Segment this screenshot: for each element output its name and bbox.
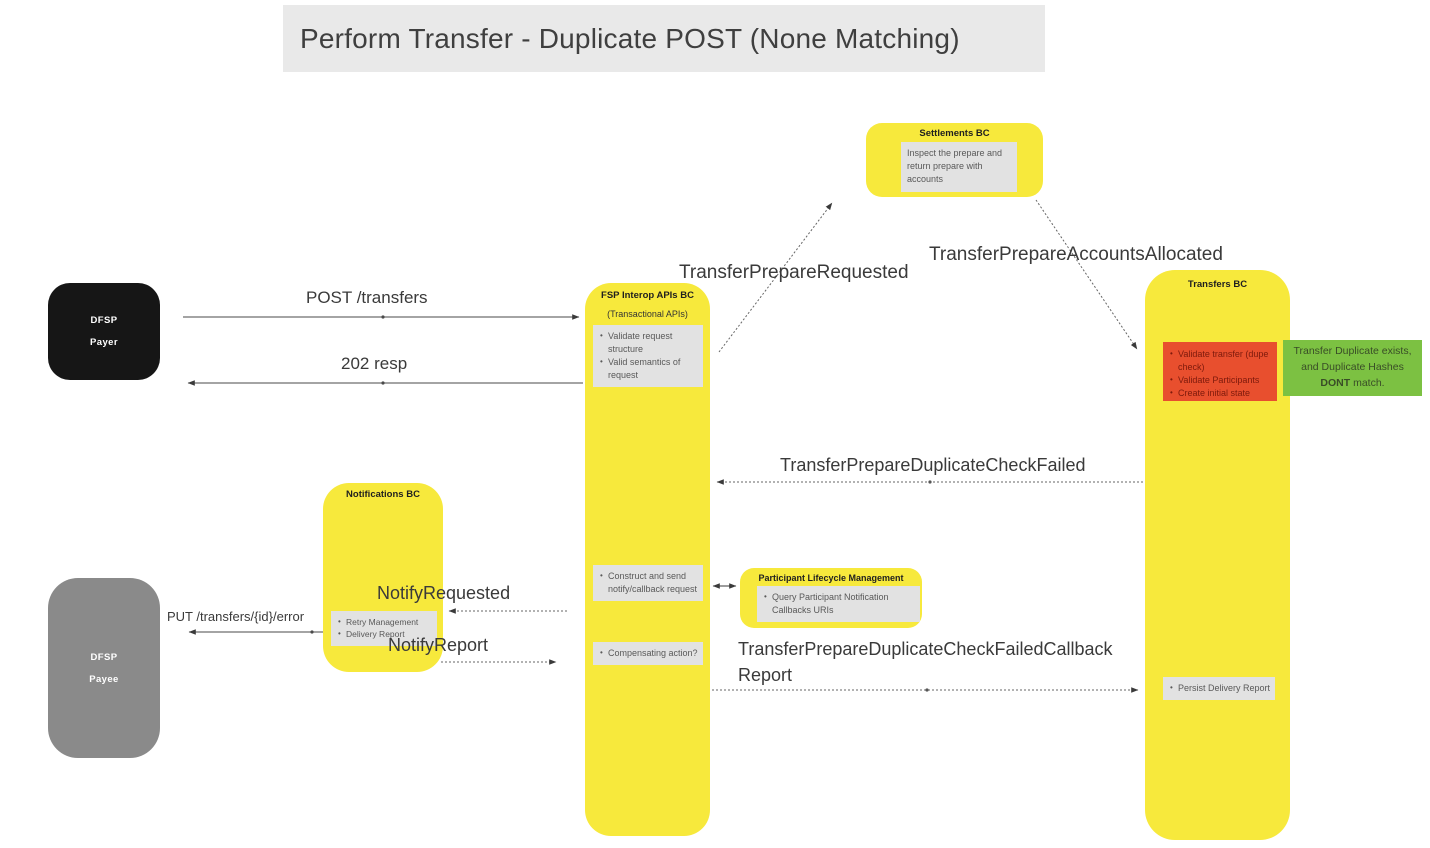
label-transfer-prepare-accounts-allocated: TransferPrepareAccountsAllocated bbox=[929, 244, 1223, 265]
task-item: Construct and send notify/callback reque… bbox=[598, 570, 699, 596]
arrow-midpoint-dot bbox=[928, 480, 932, 484]
settlements-title: Settlements BC bbox=[919, 128, 990, 139]
arrow-midpoint-dot bbox=[381, 315, 385, 319]
fsp-interop-notify-note: Construct and send notify/callback reque… bbox=[593, 565, 703, 602]
callout-rest: match. bbox=[1350, 376, 1385, 389]
label-put-transfers-error: PUT /transfers/{id}/error bbox=[167, 609, 305, 624]
fsp-interop-validation-note: Validate request structure Valid semanti… bbox=[593, 325, 703, 388]
callout-line3: DONT match. bbox=[1283, 376, 1422, 392]
transfers-title: Transfers BC bbox=[1187, 279, 1248, 290]
task-item: Validate request structure bbox=[598, 330, 699, 356]
diagram-title: Perform Transfer - Duplicate POST (None … bbox=[300, 22, 960, 54]
arrow-midpoint-dot bbox=[925, 688, 929, 692]
node-dfsp-payer: DFSP Payer bbox=[48, 283, 160, 380]
payee-label-line1: DFSP bbox=[90, 651, 118, 663]
settlements-note: Inspect the prepare and return prepare w… bbox=[901, 142, 1017, 192]
notifications-note: Retry Management Delivery Report bbox=[331, 611, 437, 646]
arrow-midpoint-dot bbox=[310, 630, 314, 634]
callout-bold: DONT bbox=[1320, 376, 1351, 389]
task-item: Retry Management bbox=[336, 616, 433, 628]
transfers-persist-note: Persist Delivery Report bbox=[1163, 677, 1275, 701]
transfers-validation-alert: Validate transfer (dupe check) Validate … bbox=[1163, 342, 1277, 401]
participant-lifecycle-title: Participant Lifecycle Management bbox=[758, 573, 904, 583]
notifications-title: Notifications BC bbox=[346, 489, 420, 500]
task-item: Validate transfer (dupe check) bbox=[1168, 348, 1273, 374]
node-fsp-interop-apis-bc: FSP Interop APIs BC (Transactional APIs)… bbox=[585, 283, 710, 836]
task-item: Persist Delivery Report bbox=[1168, 682, 1271, 695]
node-settlements-bc: Settlements BC Inspect the prepare and r… bbox=[866, 123, 1043, 197]
diagram-title-banner: Perform Transfer - Duplicate POST (None … bbox=[283, 5, 1045, 72]
arrow-transfer-prepare-accounts-allocated bbox=[1035, 199, 1138, 350]
task-item: Valid semantics of request bbox=[598, 356, 699, 382]
label-notify-report: NotifyReport bbox=[388, 635, 489, 655]
task-item: Create initial state bbox=[1168, 387, 1273, 400]
label-duplicate-check-failed: TransferPrepareDuplicateCheckFailed bbox=[780, 455, 1086, 475]
task-item: Validate Participants bbox=[1168, 374, 1273, 387]
fsp-interop-compensate-note: Compensating action? bbox=[593, 642, 703, 666]
node-participant-lifecycle-management: Participant Lifecycle Management Query P… bbox=[740, 568, 922, 628]
payee-label-line2: Payee bbox=[89, 673, 119, 685]
node-notifications-bc: Notifications BC Retry Management Delive… bbox=[323, 483, 443, 672]
label-duplicate-check-failed-callback: TransferPrepareDuplicateCheckFailedCallb… bbox=[738, 639, 1113, 659]
task-item: Compensating action? bbox=[598, 647, 699, 660]
task-item: Delivery Report bbox=[336, 628, 433, 640]
label-post-transfers: POST /transfers bbox=[306, 288, 428, 307]
payer-label-line1: DFSP bbox=[90, 315, 118, 326]
callout-line2: and Duplicate Hashes bbox=[1301, 361, 1404, 374]
payer-label-line2: Payer bbox=[90, 337, 118, 348]
fsp-interop-subtitle: (Transactional APIs) bbox=[607, 309, 688, 319]
label-duplicate-check-failed-callback-report: Report bbox=[738, 665, 793, 685]
label-202-resp: 202 resp bbox=[341, 354, 408, 373]
node-transfers-bc: Transfers BC Validate transfer (dupe che… bbox=[1145, 270, 1290, 840]
fsp-interop-title: FSP Interop APIs BC bbox=[601, 290, 694, 301]
label-notify-requested: NotifyRequested bbox=[377, 583, 511, 603]
callout-line1: Transfer Duplicate exists, bbox=[1293, 345, 1412, 358]
task-item: Query Participant Notification Callbacks… bbox=[762, 591, 916, 617]
participant-lifecycle-note: Query Participant Notification Callbacks… bbox=[757, 586, 920, 623]
duplicate-hashes-callout: Transfer Duplicate exists, and Duplicate… bbox=[1283, 340, 1422, 396]
node-dfsp-payee: DFSP Payee bbox=[48, 578, 160, 758]
label-transfer-prepare-requested: TransferPrepareRequested bbox=[679, 262, 909, 283]
arrow-midpoint-dot bbox=[381, 381, 385, 385]
